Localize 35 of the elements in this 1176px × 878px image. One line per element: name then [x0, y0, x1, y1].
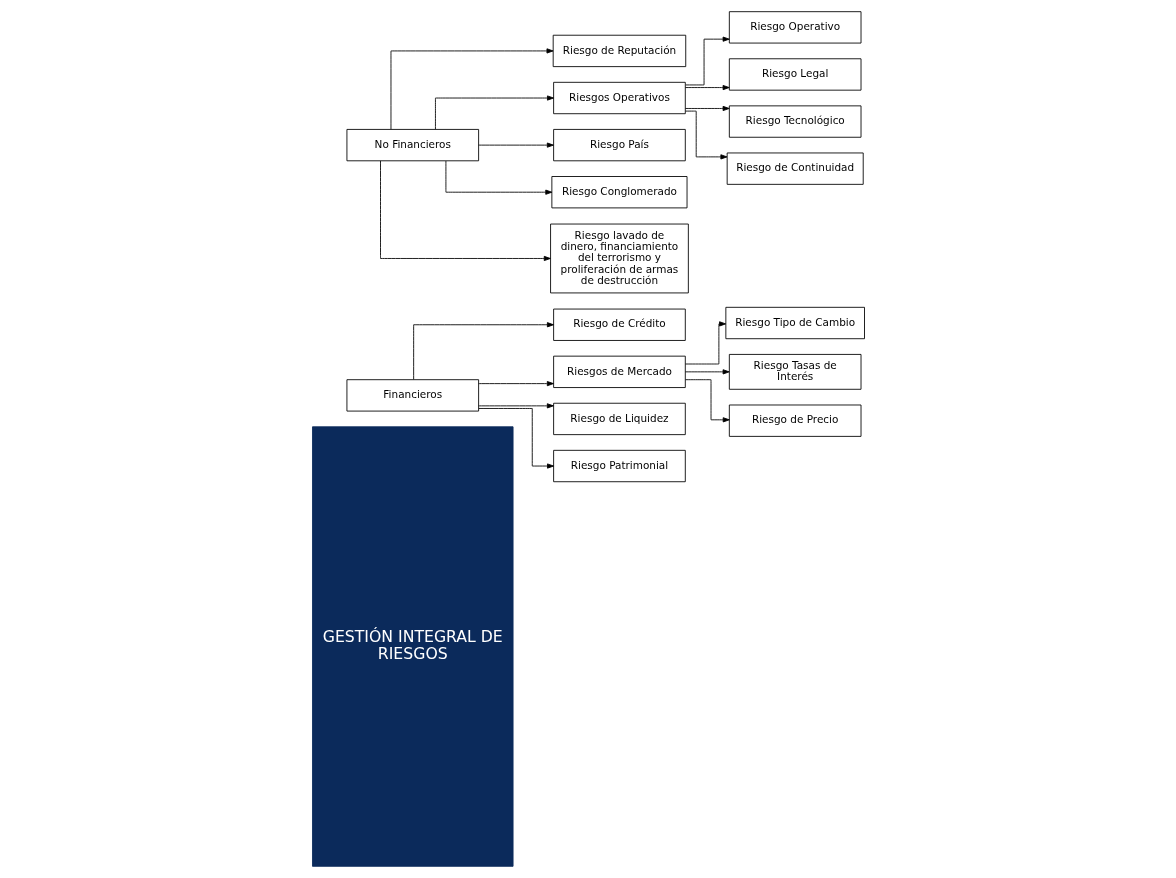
node-box: Riesgo Legal [728, 58, 861, 91]
node-box: Riesgo Patrimonial [552, 449, 686, 483]
node-box: Riesgo de Continuidad [726, 152, 864, 185]
node-box: No Financieros [346, 128, 479, 162]
arrow [477, 142, 554, 148]
node-box: Riesgo Tasas de Interés [728, 353, 861, 390]
node-box: Riesgo Conglomerado [550, 176, 687, 209]
node-box: Financieros [346, 379, 479, 412]
arrow [434, 95, 554, 130]
arrow [390, 48, 553, 130]
node-box: Riesgo de Liquidez [552, 402, 686, 436]
arrow [684, 321, 726, 365]
arrow [477, 403, 554, 409]
arrow [412, 322, 554, 380]
node-box: Riesgo de Precio [728, 404, 861, 437]
arrow [445, 160, 552, 195]
node-box: Riesgos Operativos [552, 81, 686, 115]
node-box: Riesgo de Crédito [552, 308, 686, 341]
arrow [477, 408, 554, 469]
node-box: Riesgo Tecnológico [728, 105, 861, 138]
node-box: GESTIÓN INTEGRAL DE RIESGOS [311, 426, 513, 867]
arrow [477, 381, 554, 387]
node-box: Riesgo de Reputación [552, 34, 686, 68]
arrow [684, 105, 730, 112]
arrow [684, 110, 727, 160]
node-box: Riesgo Operativo [728, 11, 861, 44]
arrow [379, 160, 551, 262]
arrow [684, 85, 730, 91]
arrow [684, 379, 730, 423]
arrow [684, 369, 730, 375]
node-box: Riesgo Tipo de Cambio [724, 306, 865, 340]
node-box: Riesgo País [552, 128, 686, 162]
node-box: Riesgos de Mercado [552, 355, 686, 388]
arrow [684, 36, 730, 86]
node-box: Riesgo lavado de dinero, financiamiento del terrorismo y proliferación de armas de destrucción [549, 223, 689, 294]
